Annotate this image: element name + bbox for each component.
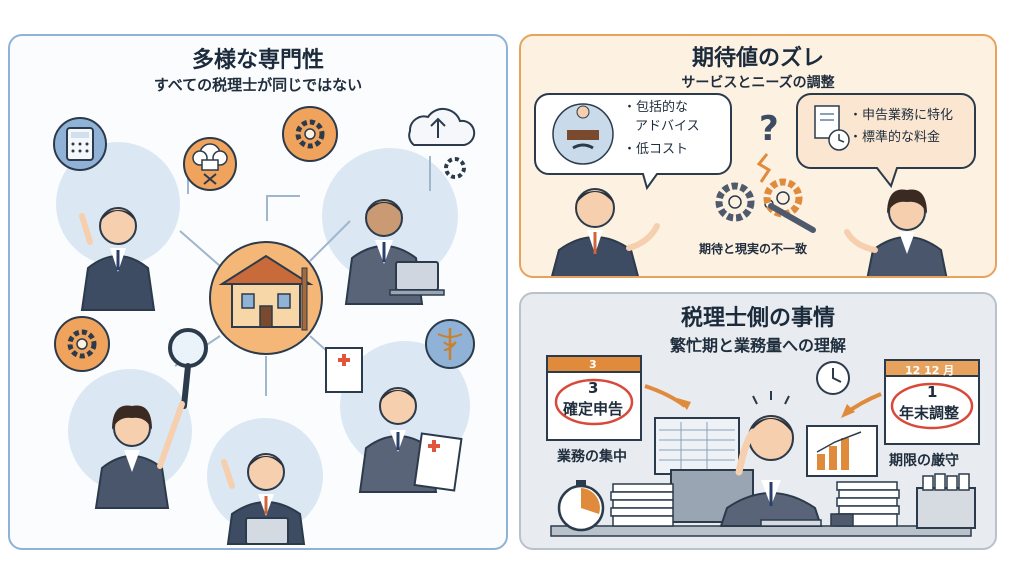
calendar-month: 3 xyxy=(589,358,597,371)
tax-accountant-figure xyxy=(358,387,463,493)
caduceus-icon xyxy=(425,319,475,369)
chart-monitor xyxy=(806,425,878,477)
stopwatch-icon xyxy=(557,480,605,532)
client-figure xyxy=(551,188,660,276)
file-box-icon xyxy=(916,473,976,529)
diverse-expertise-illustration xyxy=(53,106,476,545)
calendar-event: 年末調整 xyxy=(899,404,960,422)
wrench-icon xyxy=(768,203,816,233)
gear-icon xyxy=(54,316,110,372)
tax-accountant-figure xyxy=(79,207,156,311)
tax-accountant-figure xyxy=(94,401,185,509)
mismatch-caption: 期待と現実の不一致 xyxy=(699,242,808,256)
tax-accountant-figure xyxy=(344,199,445,305)
spreadsheet-monitor xyxy=(654,417,740,475)
panel-title: 多様な専門性 xyxy=(191,48,324,73)
panel-title: 税理士側の事情 xyxy=(680,306,835,331)
panel-subtitle: サービスとニーズの調整 xyxy=(681,75,835,91)
panel-title: 期待値のズレ xyxy=(691,46,824,71)
accountant-speech-bubble xyxy=(796,93,976,189)
chef-hat-icon xyxy=(183,137,237,191)
document-clock-icon xyxy=(814,105,850,151)
accountant-offer-line: ・標準的な料金 xyxy=(849,130,941,145)
calculator-icon xyxy=(830,513,854,527)
calendar-icon xyxy=(884,359,980,445)
deadline-label: 期限の厳守 xyxy=(889,453,959,469)
expectation-gap-illustration: ? xyxy=(534,93,976,276)
accountant-circumstances-panel: 税理士側の事情 繁忙期と業務量への理解 3 3 確定申告 12 12 月 1 年… xyxy=(519,292,997,550)
diverse-expertise-panel: 多様な専門性 すべての税理士が同じではない xyxy=(8,34,508,550)
client-expectation-line: ・包括的な xyxy=(623,100,689,115)
accountant-figure xyxy=(844,189,948,276)
svg-text:?: ? xyxy=(759,109,779,149)
workload-label: 業務の集中 xyxy=(557,449,627,465)
calendar-date: 1 xyxy=(927,383,938,401)
gear-icon xyxy=(282,106,338,162)
gears-icon xyxy=(715,178,803,222)
accountant-offer-line: ・申告業務に特化 xyxy=(849,108,954,123)
tax-accountant-figure xyxy=(221,453,306,545)
cloud-upload-icon xyxy=(408,107,476,179)
panel-subtitle: 繁忙期と業務量への理解 xyxy=(669,336,846,355)
stressed-accountant-figure xyxy=(719,391,823,527)
calendar-month: 12 12 月 xyxy=(905,364,955,377)
calculator-icon xyxy=(53,117,107,171)
magnifier-icon xyxy=(168,328,208,409)
busy-season-illustration xyxy=(546,355,980,537)
clock-icon xyxy=(816,361,850,395)
client-expectation-line: アドバイス xyxy=(635,119,700,134)
firm-building-icon xyxy=(209,241,323,355)
calendar-icon xyxy=(546,355,642,441)
expectation-gap-panel: ? xyxy=(519,34,997,278)
paper-stack xyxy=(610,483,674,527)
calendar-event: 確定申告 xyxy=(563,400,624,418)
client-expectation-line: ・低コスト xyxy=(623,142,689,157)
calendar-date: 3 xyxy=(588,379,599,397)
panel-subtitle: すべての税理士が同じではない xyxy=(153,76,363,94)
medical-document-icon xyxy=(325,347,363,393)
